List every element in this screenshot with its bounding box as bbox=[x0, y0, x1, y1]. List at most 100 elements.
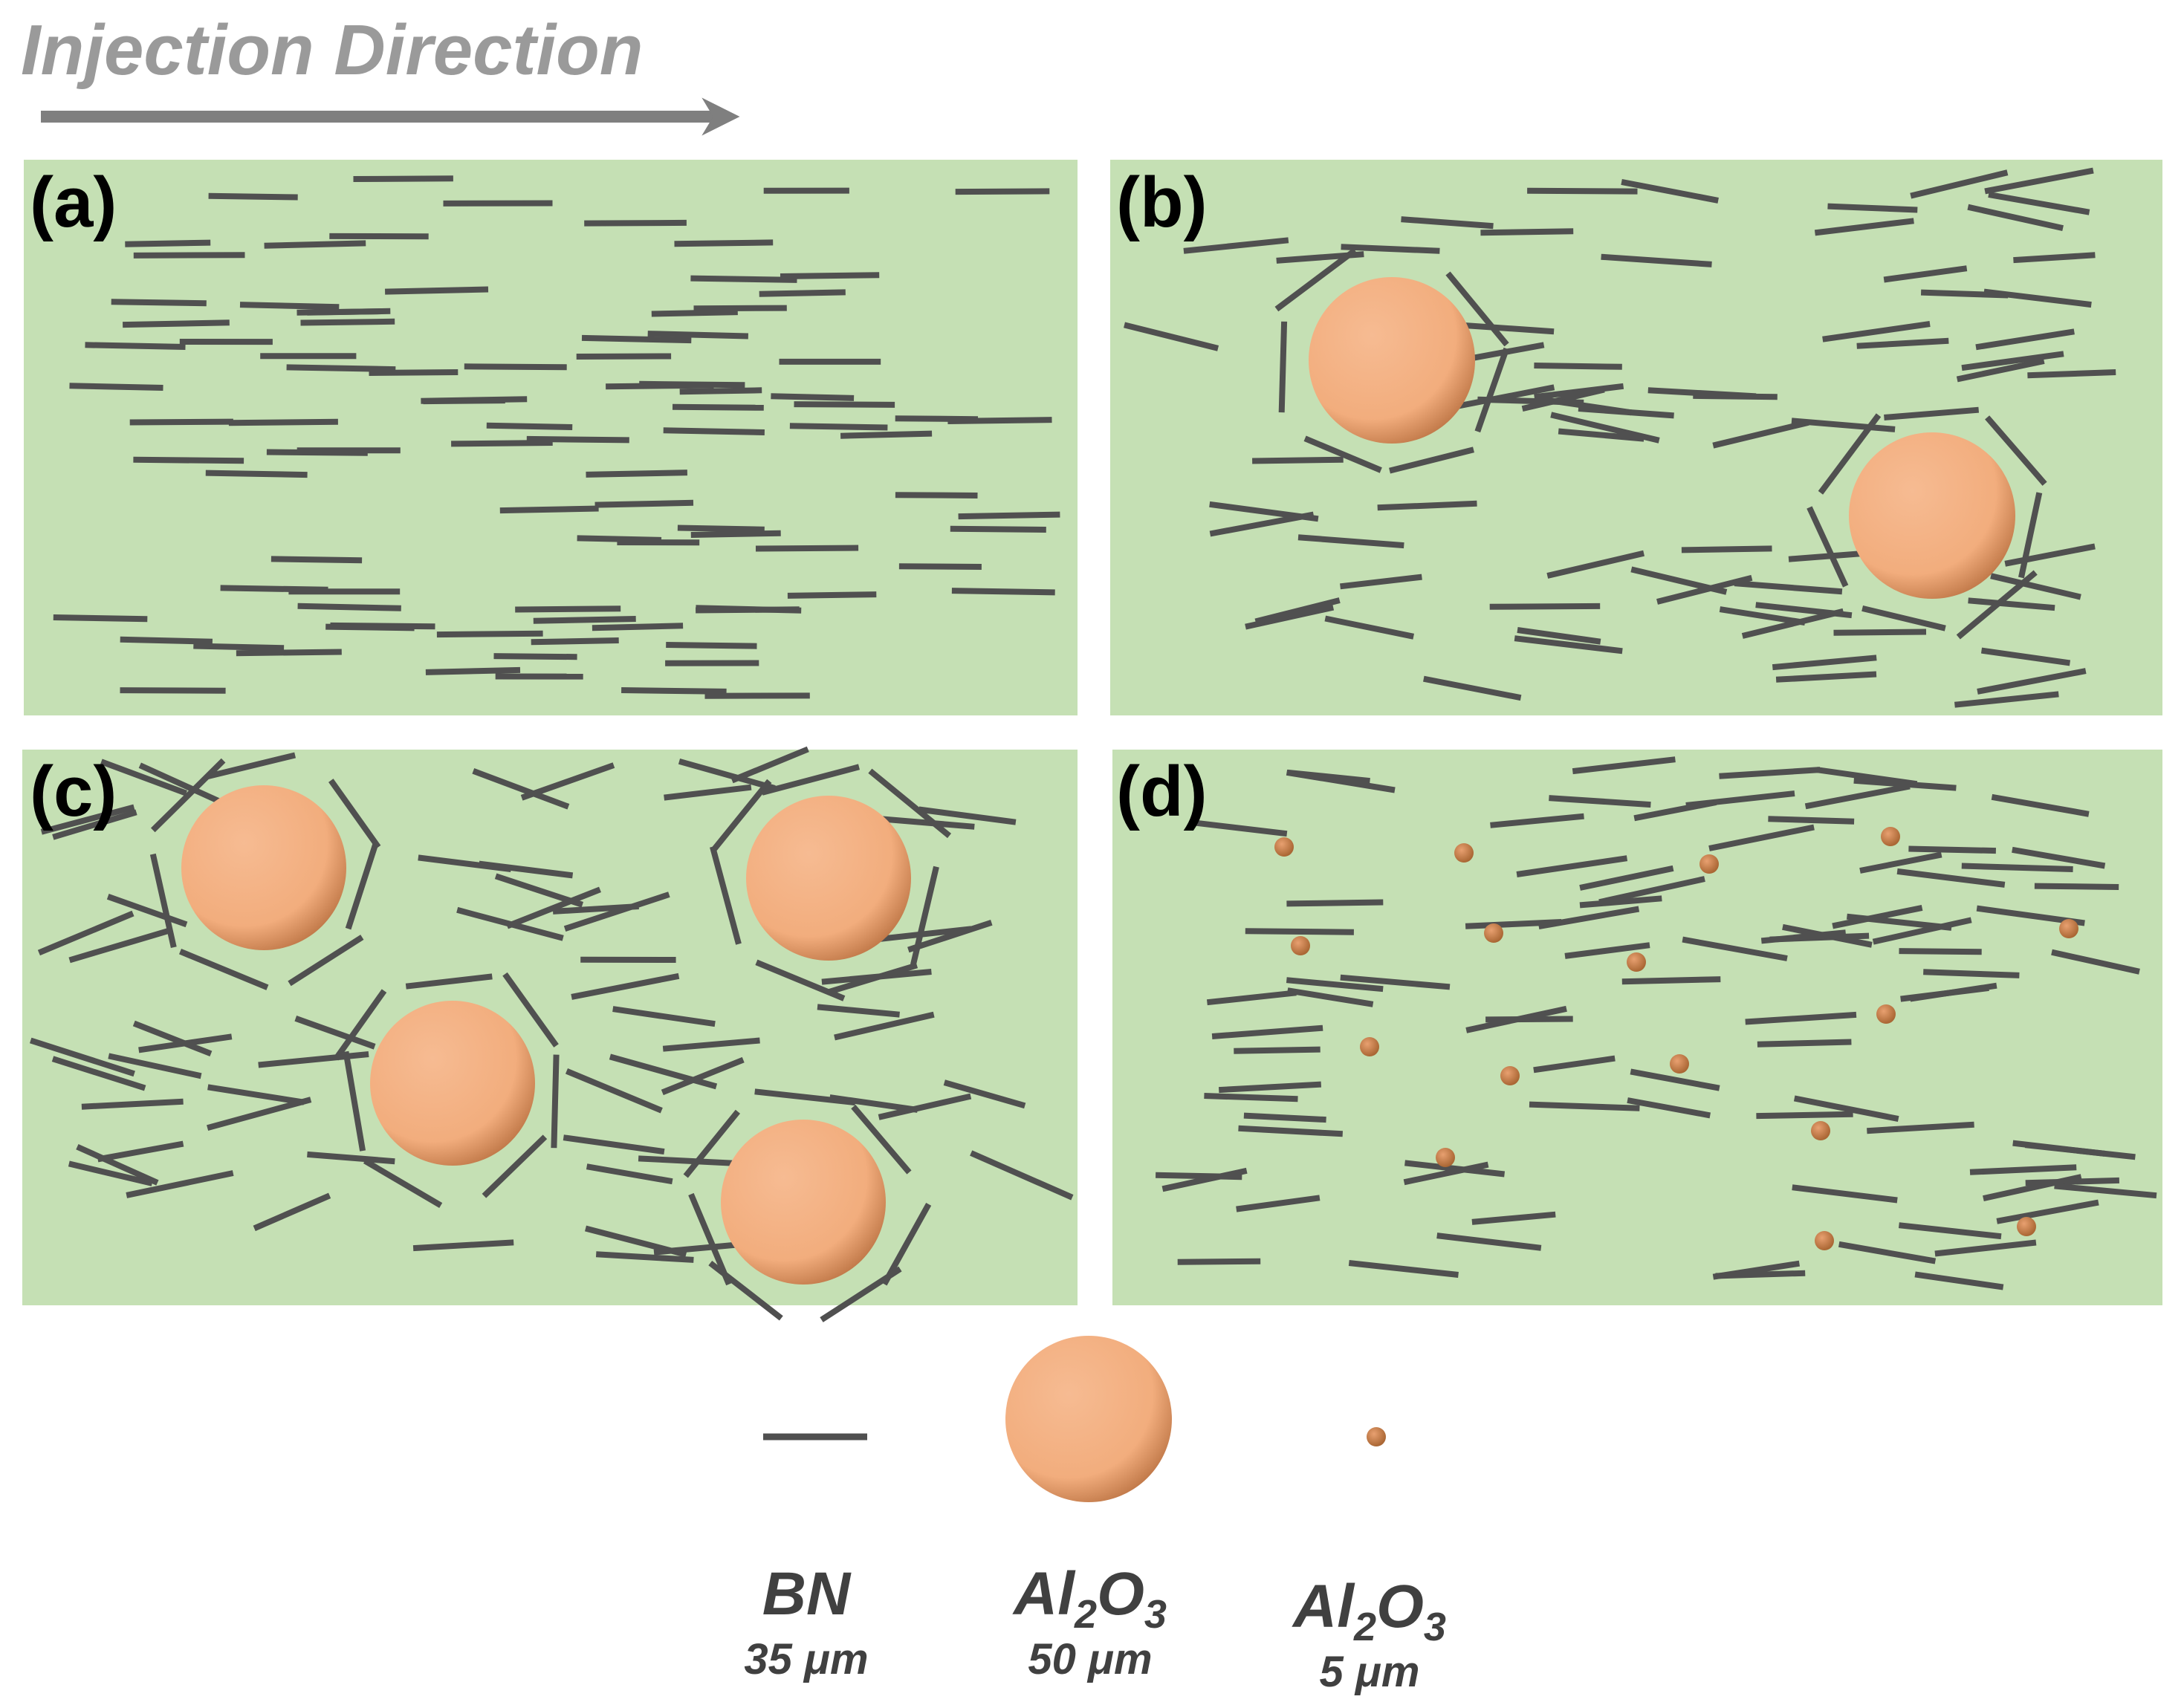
bn-platelet bbox=[506, 886, 601, 929]
bn-platelet bbox=[486, 422, 573, 430]
bn-platelet bbox=[1996, 1199, 2099, 1224]
bn-platelet bbox=[881, 1202, 932, 1286]
bn-platelet bbox=[515, 605, 621, 613]
bn-platelet bbox=[1791, 418, 1896, 432]
bn-platelet bbox=[1954, 691, 2059, 708]
bn-platelet bbox=[1286, 899, 1384, 907]
bn-platelet bbox=[1745, 1011, 1857, 1025]
bn-platelet bbox=[1527, 187, 1638, 195]
bn-platelet bbox=[1967, 204, 2064, 232]
bn-platelet bbox=[1899, 948, 1982, 955]
bn-platelet bbox=[595, 1251, 694, 1263]
bn-platelet bbox=[1474, 347, 1510, 433]
bn-platelet bbox=[40, 804, 135, 835]
bn-platelet bbox=[1348, 1260, 1459, 1278]
small-al2o3-particle bbox=[1881, 827, 1900, 846]
bn-platelet bbox=[1389, 446, 1474, 474]
small-al2o3-particle bbox=[1699, 854, 1719, 874]
bn-platelet bbox=[612, 1006, 716, 1027]
bn-platelet bbox=[594, 499, 694, 508]
bn-platelet bbox=[679, 387, 762, 395]
legend-al2o3-small-name: Al2O3 bbox=[1292, 1573, 1446, 1649]
panel-c-bn-platelets bbox=[29, 746, 1074, 1322]
bn-platelet bbox=[345, 842, 379, 930]
bn-platelet bbox=[133, 252, 245, 259]
formula-sub-3: 3 bbox=[1144, 1592, 1167, 1637]
bn-platelet bbox=[1546, 550, 1645, 579]
bn-platelet bbox=[1757, 1039, 1852, 1048]
bn-platelet bbox=[1872, 917, 1972, 945]
bn-platelet bbox=[138, 1033, 233, 1053]
bn-platelet bbox=[1708, 824, 1815, 851]
bn-platelet bbox=[53, 614, 148, 623]
bn-platelet bbox=[817, 1004, 900, 1018]
bn-platelet bbox=[133, 456, 244, 464]
bn-platelet bbox=[663, 427, 765, 435]
bn-platelet bbox=[1193, 819, 1288, 837]
bn-platelet bbox=[286, 364, 396, 373]
bn-platelet bbox=[563, 892, 670, 932]
bn-platelet bbox=[76, 1143, 159, 1186]
bn-platelet bbox=[85, 342, 186, 350]
bn-platelet bbox=[1514, 635, 1623, 655]
bn-platelet bbox=[1793, 1095, 1899, 1123]
bn-platelet bbox=[1206, 990, 1297, 1006]
bn-platelet bbox=[418, 854, 512, 872]
bn-platelet bbox=[787, 591, 877, 599]
bn-platelet bbox=[690, 530, 781, 538]
small-al2o3-particle bbox=[2059, 919, 2078, 938]
bn-platelet bbox=[68, 926, 173, 964]
formula-sub-3: 3 bbox=[1424, 1605, 1446, 1649]
bn-platelet bbox=[1572, 756, 1676, 775]
bn-platelet bbox=[2012, 1140, 2105, 1157]
bn-platelet bbox=[1579, 895, 1662, 909]
legend-al2o3-small-size: 5 μm bbox=[1320, 1648, 1420, 1696]
bn-platelet bbox=[125, 239, 211, 247]
bn-platelet bbox=[363, 1158, 443, 1209]
bn-platelet bbox=[270, 556, 363, 564]
bn-platelet bbox=[129, 418, 233, 426]
injection-direction-title: Injection Direction bbox=[21, 10, 643, 90]
bn-platelet bbox=[1910, 169, 2009, 199]
panel-d-bn-platelets bbox=[1156, 756, 2157, 1290]
large-al2o3-legend-icon bbox=[1005, 1336, 1172, 1502]
small-al2o3-particle bbox=[1811, 1121, 1830, 1140]
bn-platelet bbox=[1756, 1111, 1853, 1120]
small-al2o3-particle bbox=[1670, 1054, 1689, 1074]
bn-platelet bbox=[343, 1050, 366, 1152]
bn-platelet bbox=[502, 972, 559, 1048]
bn-platelet bbox=[405, 973, 493, 990]
bn-platelet bbox=[678, 758, 776, 791]
bn-platelet bbox=[150, 758, 226, 833]
bn-platelet bbox=[52, 809, 137, 840]
bn-platelet bbox=[464, 363, 567, 371]
bn-platelet bbox=[1923, 969, 2020, 978]
small-al2o3-particle bbox=[1291, 936, 1310, 955]
formula-o: O bbox=[1376, 1573, 1424, 1640]
bn-platelet bbox=[353, 175, 453, 182]
bn-platelet bbox=[878, 1093, 972, 1120]
bn-platelet bbox=[688, 1192, 732, 1286]
bn-platelet bbox=[1884, 406, 1980, 420]
bn-platelet bbox=[577, 535, 662, 543]
bn-platelet bbox=[228, 418, 338, 426]
bn-platelet bbox=[586, 1163, 673, 1185]
bn-platelet bbox=[1471, 1211, 1556, 1225]
bn-platelet bbox=[1183, 237, 1289, 254]
bn-platelet bbox=[1896, 868, 2006, 888]
bn-platelet bbox=[1341, 244, 1440, 254]
bn-platelet bbox=[294, 1016, 376, 1050]
bn-platelet bbox=[1533, 1055, 1616, 1074]
bn-platelet bbox=[1630, 566, 1728, 595]
bn-platelet bbox=[1984, 167, 2094, 195]
bn-platelet bbox=[1775, 671, 1877, 683]
bn-platelet bbox=[100, 759, 187, 796]
bn-platelet bbox=[1814, 218, 1914, 236]
bn-platelet bbox=[1489, 603, 1601, 610]
bn-platelet bbox=[761, 764, 861, 796]
bn-platelet bbox=[1630, 1068, 1720, 1091]
panel-c-al2o3-particles bbox=[181, 785, 911, 1285]
bn-platelet bbox=[236, 649, 342, 657]
bn-platelet bbox=[910, 866, 939, 966]
bn-platelet bbox=[1238, 1125, 1344, 1137]
